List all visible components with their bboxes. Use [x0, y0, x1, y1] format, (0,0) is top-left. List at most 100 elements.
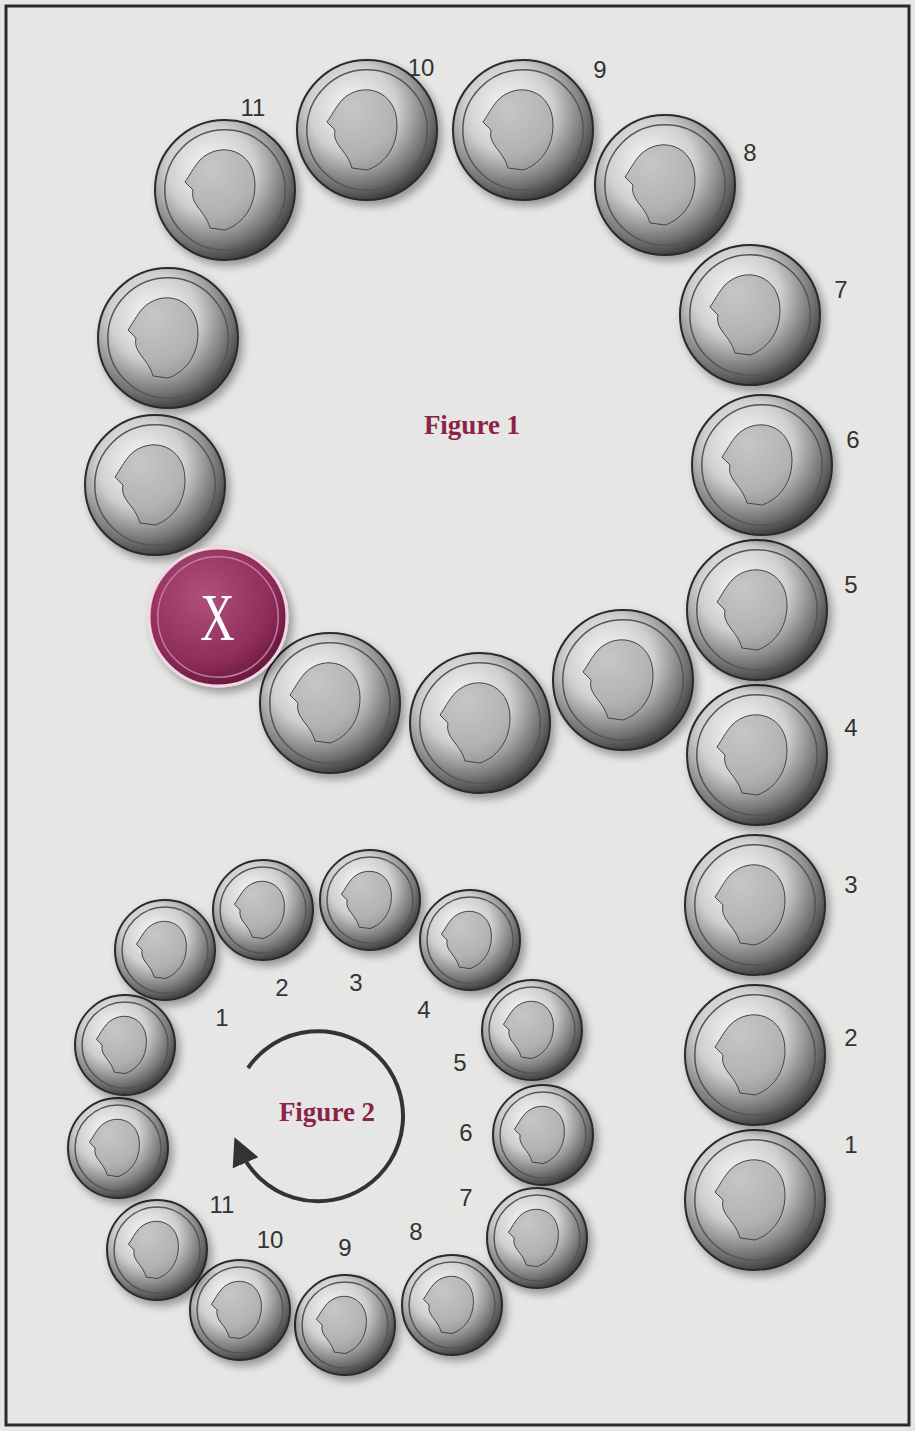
callout-number: 4	[417, 996, 430, 1024]
coin-rim	[489, 987, 575, 1073]
callout-number: 10	[257, 1226, 284, 1254]
quarter-coin	[493, 1085, 593, 1185]
coin-profile	[341, 871, 391, 928]
coin-body	[149, 548, 287, 686]
coin-body	[295, 1275, 395, 1375]
coin-profile	[583, 640, 653, 720]
coin-mark: X	[201, 578, 235, 657]
quarter-coin	[75, 995, 175, 1095]
coin-body	[553, 610, 693, 750]
callout-number: 1	[844, 1131, 857, 1159]
quarter-coin	[320, 850, 420, 950]
quarter-coin	[453, 60, 593, 200]
coin-profile	[316, 1296, 366, 1353]
coin-rim	[220, 867, 306, 953]
coin-profile	[715, 865, 785, 945]
quarter-coin	[115, 900, 215, 1000]
coin-profile	[423, 1276, 473, 1333]
callout-number: 8	[409, 1218, 422, 1246]
coin-profile	[717, 715, 787, 795]
coin-body	[420, 890, 520, 990]
rotation-arrow	[240, 1031, 403, 1201]
coin-profile	[115, 445, 185, 525]
figure-title: Figure 1	[424, 410, 520, 441]
coin-body	[595, 115, 735, 255]
quarter-coin	[213, 860, 313, 960]
callout-number: 10	[408, 54, 435, 82]
coin-profile	[185, 150, 255, 230]
callout-number: 5	[453, 1049, 466, 1077]
coin-rim	[165, 130, 285, 250]
coin-rim	[270, 643, 390, 763]
quarter-coin	[260, 633, 400, 773]
coin-body	[190, 1260, 290, 1360]
quarter-coin	[595, 115, 735, 255]
coin-body	[320, 850, 420, 950]
quarter-coin	[98, 268, 238, 408]
coin-profile	[234, 881, 284, 938]
coin-rim	[500, 1092, 586, 1178]
coin-rim	[605, 125, 725, 245]
coin-rim	[690, 255, 810, 375]
coin-body	[687, 685, 827, 825]
callout-number: 3	[349, 969, 362, 997]
coin-rim	[302, 1282, 388, 1368]
quarter-coin	[402, 1255, 502, 1355]
coin-body	[410, 653, 550, 793]
coin-profile	[327, 90, 397, 170]
coin-profile	[717, 570, 787, 650]
coin-profile	[514, 1106, 564, 1163]
coin-profile	[503, 1001, 553, 1058]
coin-rim	[114, 1207, 200, 1293]
coin-profile	[440, 683, 510, 763]
callout-number: 11	[241, 94, 266, 122]
quarter-coin	[420, 890, 520, 990]
quarter-coin	[85, 415, 225, 555]
coin-body	[75, 995, 175, 1095]
coin-rim	[697, 550, 817, 670]
coin-rim	[494, 1195, 580, 1281]
callout-number: 9	[338, 1234, 351, 1262]
quarter-coin	[487, 1188, 587, 1288]
coin-body	[692, 395, 832, 535]
callout-number: 1	[215, 1004, 228, 1032]
coin-rim	[307, 70, 427, 190]
quarter-coin	[68, 1098, 168, 1198]
coin-profile	[211, 1281, 261, 1338]
quarter-coin	[685, 985, 825, 1125]
coin-rim	[108, 278, 228, 398]
coin-body	[687, 540, 827, 680]
coin-rim	[563, 620, 683, 740]
coin-body	[453, 60, 593, 200]
coin-rim	[695, 1140, 815, 1260]
coin-body	[685, 1130, 825, 1270]
marked-coin: X	[148, 547, 288, 687]
coin-profile	[441, 911, 491, 968]
coin-profile	[625, 145, 695, 225]
coin-body	[482, 980, 582, 1080]
frame	[6, 6, 909, 1425]
quarter-coin	[680, 245, 820, 385]
quarter-coin	[685, 835, 825, 975]
callout-number: 6	[846, 426, 859, 454]
coin-body	[680, 245, 820, 385]
coin-rim	[82, 1002, 168, 1088]
callout-number: 6	[459, 1119, 472, 1147]
coin-profile	[483, 90, 553, 170]
quarter-coin	[190, 1260, 290, 1360]
coin-rim	[327, 857, 413, 943]
coin-body	[107, 1200, 207, 1300]
coin-rim	[420, 663, 540, 783]
coin-body	[155, 120, 295, 260]
figure-title: Figure 2	[279, 1097, 375, 1128]
coin-profile	[508, 1209, 558, 1266]
callout-number: 7	[459, 1184, 472, 1212]
quarter-coin	[482, 980, 582, 1080]
callout-number: 9	[593, 56, 606, 84]
callout-number: 11	[210, 1191, 235, 1219]
callout-number: 5	[844, 571, 857, 599]
coin-profile	[128, 298, 198, 378]
quarter-coin	[692, 395, 832, 535]
quarter-coin	[687, 540, 827, 680]
